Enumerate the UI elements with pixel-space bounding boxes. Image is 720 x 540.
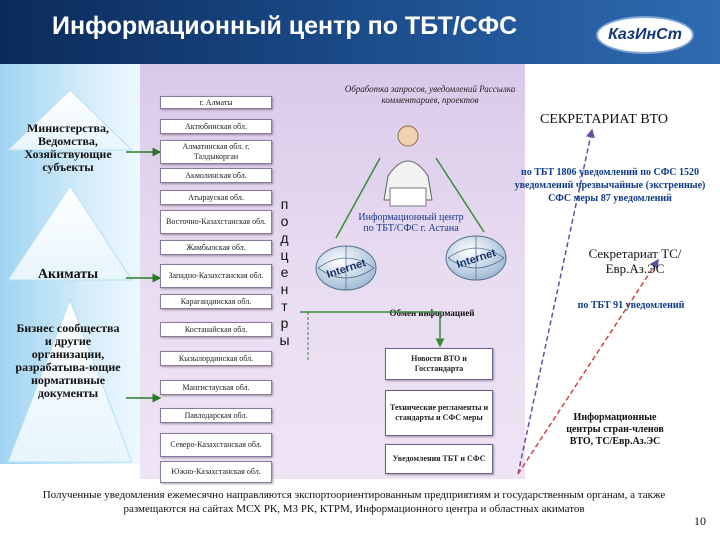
arrow-line: [335, 157, 381, 239]
globe-right-icon: Internet: [445, 235, 507, 281]
customs-stats: по ТБТ 91 уведомлений: [577, 300, 685, 311]
business-label: Бизнес сообщества и другие организации, …: [15, 321, 121, 400]
region-kyzylorda: Кызылординская обл.: [160, 351, 272, 366]
region-east-kazakhstan: Восточно-Казахстанская обл.: [160, 210, 272, 234]
region-akmola: Акмолинская обл.: [160, 168, 272, 183]
customs-union-label: Секретариат ТС/Евр.Аз.ЭС: [588, 246, 682, 276]
page-title: Информационный центр по ТБТ/СФС: [52, 12, 518, 40]
region-zhambyl: Жамбылская обл.: [160, 240, 272, 255]
region-kostanay: Костанайская обл.: [160, 322, 272, 337]
region-atyrau: Атырауская обл.: [160, 190, 272, 205]
region-karaganda: Карагандинская обл.: [160, 294, 272, 309]
notifications-box: Уведомления ТБТ и СФС: [385, 444, 493, 474]
wto-news-box: Новости ВТО и Госстандарта: [385, 348, 493, 380]
pyramid-top: [8, 90, 132, 151]
region-pavlodar: Павлодарская обл.: [160, 408, 272, 423]
wto-secretariat-label: СЕКРЕТАРИАТ ВТО: [540, 112, 668, 127]
subcenters-text: подцентры: [276, 196, 293, 349]
page-number: 10: [694, 514, 706, 528]
region-west-kazakhstan: Западно-Казахстанская обл.: [160, 264, 272, 288]
wto-stats: по ТБТ 1806 уведомлений по СФС 1520 увед…: [514, 167, 706, 204]
person-icon: [383, 125, 433, 207]
region-almaty-city: г. Алматы: [160, 96, 272, 109]
pyramid-bottom: [8, 298, 132, 463]
logo-text: КазИнСт: [608, 26, 682, 43]
region-aktobe: Актюбинская обл.: [160, 119, 272, 134]
info-center-label: Информационный центр по ТБТ/СФС г. Астан…: [358, 212, 464, 234]
region-mangistau: Мангистауская обл.: [160, 380, 272, 395]
regulations-box: Технические регламенты и стандарты и СФС…: [385, 390, 493, 436]
footer-text: Полученные уведомления ежемесячно направ…: [42, 489, 666, 515]
region-south-kazakhstan: Южно-Казахстанская обл.: [160, 461, 272, 483]
exchange-label: Обмен информацией: [389, 308, 475, 318]
ministries-label: Министерства, Ведомства, Хозяйствующие с…: [24, 121, 112, 174]
arrow-line: [435, 157, 485, 233]
member-centers-label: Информационные центры стран-членов ВТО, …: [566, 412, 664, 447]
left-arrows: [126, 147, 162, 403]
region-north-kazakhstan: Северо-Казахстанская обл.: [160, 433, 272, 457]
processing-caption: Обработка запросов, уведомлений Рассылка…: [344, 84, 516, 105]
dashed-arrow: [517, 128, 659, 475]
subcenters-vertical-label: подцентры: [272, 196, 296, 352]
pyramid-middle: [8, 185, 132, 281]
pyramid-graphic: [8, 90, 132, 463]
globe-left-icon: Internet: [315, 245, 377, 291]
kazinst-logo: КазИнСт: [596, 16, 694, 54]
region-almaty: Алматинская обл. г. Талдыкорган: [160, 140, 272, 164]
akimats-label: Акиматы: [37, 267, 99, 282]
info-center-illustration: Internet Internet: [315, 125, 507, 291]
right-panel: [525, 64, 720, 479]
connector-lines: [300, 311, 445, 360]
